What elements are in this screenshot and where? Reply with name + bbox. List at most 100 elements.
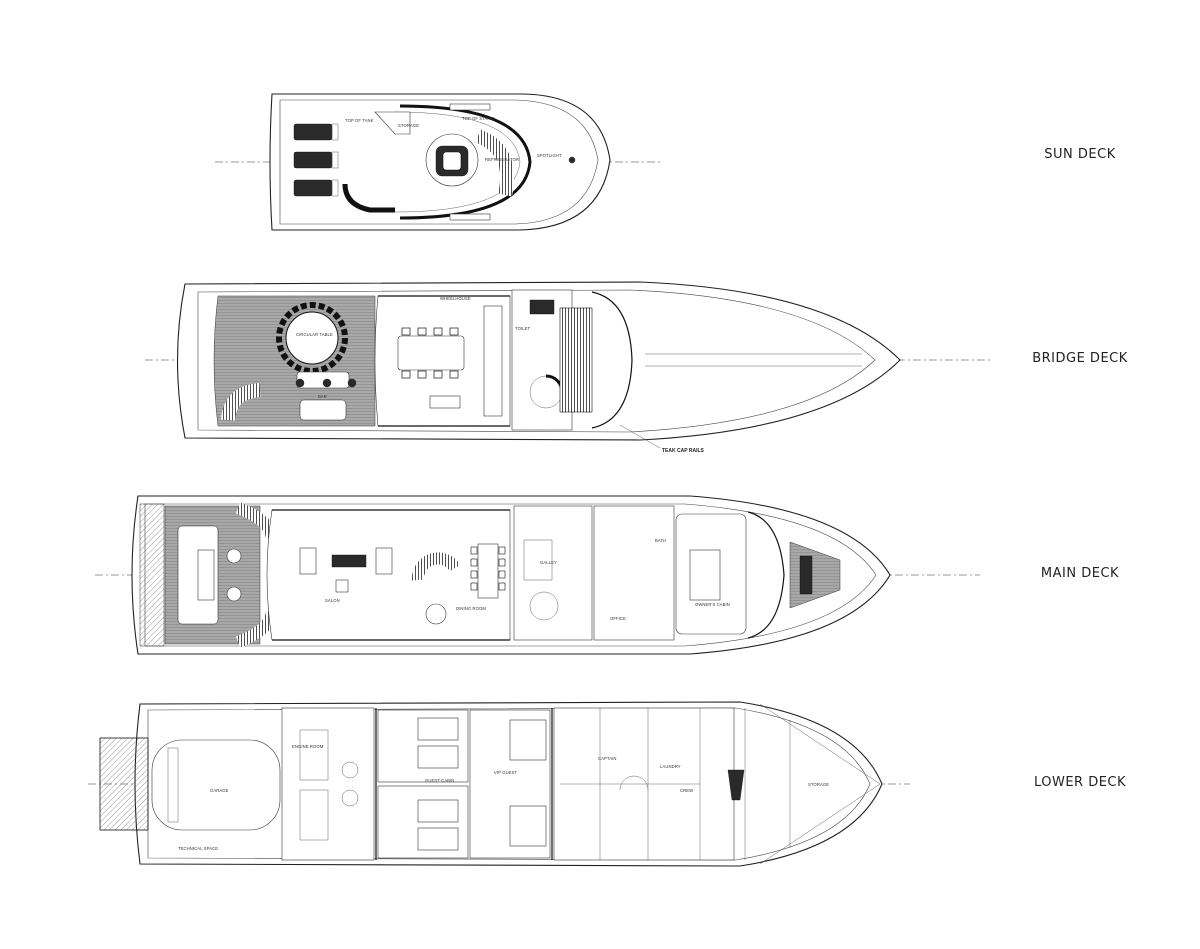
callout-bar: BAR	[318, 394, 327, 399]
guest-bed	[417, 717, 459, 741]
guest-bed	[417, 827, 459, 851]
lounge-sofa	[299, 399, 347, 421]
salon-coffee-table	[331, 554, 367, 568]
swim-platform	[139, 503, 165, 647]
pump	[341, 789, 359, 807]
label-bridge-deck: BRIDGE DECK	[1032, 351, 1128, 366]
fwd-bench	[449, 213, 491, 221]
owners-bed	[689, 549, 721, 601]
curved-sofa	[342, 183, 395, 213]
callout-circular-table: CIRCULAR TABLE	[296, 332, 333, 337]
salon-chair	[299, 547, 317, 575]
sun-deck-inner-rail	[279, 99, 599, 225]
sunbed	[293, 151, 333, 169]
foredeck-sunpad	[799, 555, 813, 595]
sun-deck-plan: TOP OF TANK STORAGE TOP OF STAIRS SPOTLI…	[215, 93, 660, 231]
lower-deck-plan: GARAGE ENGINE ROOM GUEST CABIN VIP GUEST…	[88, 701, 910, 867]
label-main-deck: MAIN DECK	[1040, 566, 1120, 581]
callout-spotlight: SPOTLIGHT	[537, 153, 562, 158]
callout-engine-room: ENGINE ROOM	[292, 744, 324, 749]
fwd-stairs	[559, 307, 593, 413]
sofa	[374, 111, 411, 135]
dining-chairs	[401, 327, 459, 379]
callout-top-of-stairs: TOP OF STAIRS	[462, 116, 495, 121]
hull-chine	[759, 783, 881, 865]
chain-locker	[727, 769, 745, 801]
galley-stair	[529, 591, 559, 621]
callout-wheelhouse: WHEELHOUSE	[440, 296, 471, 301]
salon-stool	[335, 579, 349, 593]
dining-chairs	[470, 546, 506, 591]
aft-stair	[221, 383, 261, 421]
sunbed	[293, 123, 333, 141]
bar-stool	[295, 378, 305, 388]
hull-chine	[759, 703, 881, 785]
pump	[341, 761, 359, 779]
hardtop-inner	[394, 111, 521, 213]
callout-refrigerator: REFRIGERATOR	[485, 157, 519, 162]
sunbed-table	[331, 179, 339, 197]
helm-seat	[442, 151, 462, 171]
owners-cabin	[593, 505, 675, 641]
salon-chair	[375, 547, 393, 575]
leader-line	[619, 424, 661, 449]
callout-vip-guest: VIP GUEST	[494, 770, 518, 775]
main-deck-plan: SALON DINING ROOM GALLEY OWNER'S CABIN B…	[95, 495, 980, 655]
label-lower-deck: LOWER DECK	[1033, 775, 1127, 790]
callout-storage: STORAGE	[808, 782, 829, 787]
fwd-bulkhead	[591, 291, 633, 429]
compass-inlay	[425, 603, 447, 625]
hardtop-arc	[399, 104, 532, 220]
bar-counter	[296, 371, 350, 389]
callout-storage: STORAGE	[398, 123, 419, 128]
callout-technical-space: TECHNICAL SPACE	[178, 846, 218, 851]
lower-deck-inner-hull	[147, 707, 871, 861]
callout-garage: GARAGE	[210, 788, 229, 793]
callout-guest-cabin: GUEST CABIN	[425, 778, 454, 783]
vip-bed	[509, 719, 547, 761]
dining-table	[477, 543, 499, 599]
swim-platform	[99, 737, 149, 831]
callout-laundry: LAUNDRY	[660, 764, 681, 769]
fwd-bulkhead	[747, 511, 785, 639]
callout-bath: BATH	[655, 538, 666, 543]
aft-table	[197, 549, 215, 601]
galley	[513, 505, 593, 641]
curved-stair	[475, 129, 515, 197]
crew-stair	[619, 775, 649, 791]
main-deck-inner-rail	[144, 503, 877, 647]
main-stair	[411, 552, 461, 581]
callout-dining-room: DINING ROOM	[456, 606, 486, 611]
bridge-deck-inner-rail	[197, 289, 876, 433]
galley-counter	[523, 539, 553, 581]
bar-stool	[347, 378, 357, 388]
callout-crew: CREW	[680, 788, 693, 793]
tv-console	[429, 395, 461, 409]
console	[529, 299, 555, 315]
bridge-deck-plan: TEAK CAP RAILS TOILET WHEELHOUSE CIRCULA…	[145, 281, 990, 454]
tender-slip	[167, 747, 179, 823]
callout-toilet: TOILET	[515, 326, 531, 331]
sunbed	[293, 179, 333, 197]
guest-bed	[417, 745, 459, 769]
callout-salon: SALON	[325, 598, 340, 603]
sunbed-table	[331, 123, 339, 141]
garage-tender	[151, 739, 281, 831]
callout-top-of-tank: TOP OF TANK	[345, 118, 374, 123]
sunbed-table	[331, 151, 339, 169]
callout-captain: CAPTAIN	[598, 756, 617, 761]
circular-table	[285, 311, 339, 365]
guest-bed	[417, 799, 459, 823]
aft-bench	[449, 103, 491, 111]
callout-galley: GALLEY	[540, 560, 557, 565]
label-sun-deck: SUN DECK	[1044, 147, 1116, 162]
callout-office: OFFICE	[610, 616, 626, 621]
engine	[299, 729, 329, 781]
callout-teak-cap-rails: TEAK CAP RAILS	[662, 448, 705, 454]
engine	[299, 789, 329, 841]
callout-owners-cabin: OWNER'S CABIN	[695, 602, 730, 607]
dining-table	[397, 335, 465, 371]
aft-chair	[226, 586, 242, 602]
